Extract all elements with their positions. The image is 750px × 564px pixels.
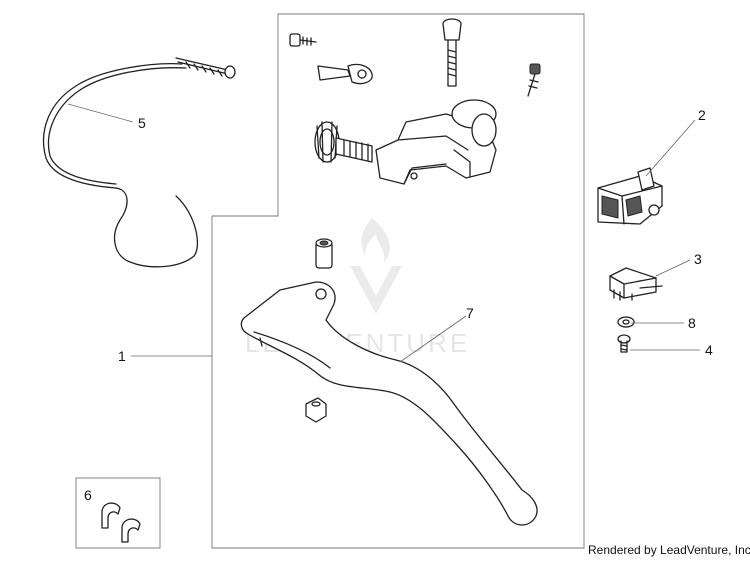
callout-4: 4 xyxy=(705,342,713,358)
callout-1: 1 xyxy=(118,348,126,364)
washer xyxy=(617,316,635,328)
callout-7: 7 xyxy=(466,305,474,321)
callout-3: 3 xyxy=(694,251,702,267)
callout-2: 2 xyxy=(698,107,706,123)
clutch-cable xyxy=(42,57,236,268)
watermark-v-icon xyxy=(350,266,402,314)
render-credit: Rendered by LeadVenture, Inc. xyxy=(588,543,750,557)
callout-8: 8 xyxy=(688,315,696,331)
adjuster-knob xyxy=(314,121,373,163)
spacer xyxy=(315,238,333,269)
lever-nut xyxy=(305,397,327,423)
clutch-switch xyxy=(597,167,663,225)
callout-6: 6 xyxy=(84,487,92,503)
lever-bracket xyxy=(375,99,497,185)
item-6-frame xyxy=(75,477,161,549)
clutch-lever xyxy=(240,281,538,526)
small-screw xyxy=(527,63,541,97)
callout-5: 5 xyxy=(138,115,146,131)
switch-screw xyxy=(617,334,631,353)
cable-clip xyxy=(317,63,373,85)
top-screw xyxy=(289,33,317,47)
watermark-flame-icon xyxy=(361,218,390,262)
bushing-set xyxy=(101,502,141,543)
assembly-frame xyxy=(211,13,585,549)
pivot-bolt xyxy=(442,18,462,87)
leader-lines xyxy=(67,103,700,363)
micro-switch xyxy=(609,267,663,301)
callout-labels: 1 2 3 4 5 6 7 8 xyxy=(84,107,713,503)
